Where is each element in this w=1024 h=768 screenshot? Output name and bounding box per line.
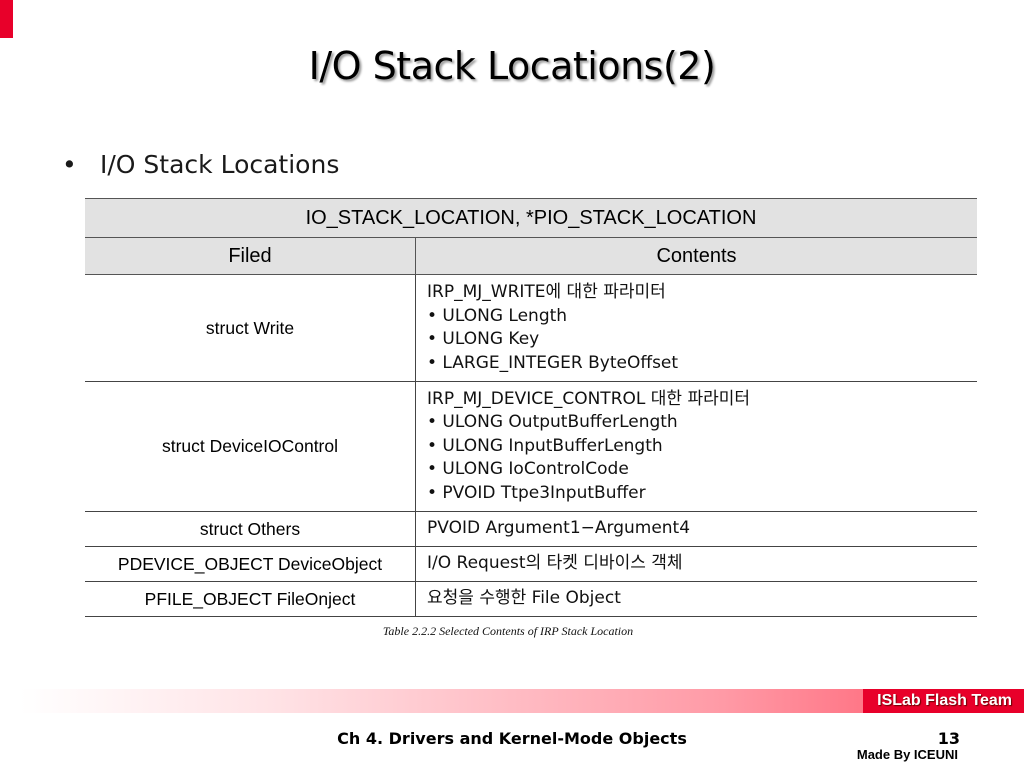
- table-column-header-row: Filed Contents: [85, 237, 977, 275]
- contents-line: IRP_MJ_DEVICE_CONTROL 대한 파라미터: [427, 388, 751, 409]
- author-credit: Made By ICEUNI: [856, 747, 958, 762]
- corner-accent-bar: [0, 0, 13, 38]
- stack-location-table: IO_STACK_LOCATION, *PIO_STACK_LOCATION F…: [85, 198, 977, 617]
- contents-cell: 요청을 수행한 File Object: [415, 581, 977, 617]
- team-badge: ISLab Flash Team: [863, 689, 1024, 713]
- field-cell: struct DeviceIOControl: [85, 381, 416, 512]
- table-row: PFILE_OBJECT FileOnject 요청을 수행한 File Obj…: [85, 581, 977, 617]
- table-row: struct DeviceIOControl IRP_MJ_DEVICE_CON…: [85, 381, 977, 512]
- contents-line: IRP_MJ_WRITE에 대한 파라미터: [427, 282, 666, 302]
- contents-line: • ULONG InputBufferLength: [427, 435, 663, 456]
- contents-line: • PVOID Ttpe3InputBuffer: [427, 482, 646, 503]
- field-cell: PFILE_OBJECT FileOnject: [85, 581, 416, 617]
- contents-line: 요청을 수행한 File Object: [427, 588, 621, 609]
- contents-line: • ULONG IoControlCode: [427, 459, 629, 480]
- table-title-row: IO_STACK_LOCATION, *PIO_STACK_LOCATION: [85, 198, 977, 238]
- table-title: IO_STACK_LOCATION, *PIO_STACK_LOCATION: [85, 198, 977, 238]
- field-cell: PDEVICE_OBJECT DeviceObject: [85, 546, 416, 582]
- contents-cell: PVOID Argument1−Argument4: [415, 511, 977, 547]
- contents-cell: IRP_MJ_WRITE에 대한 파라미터 • ULONG Length • U…: [415, 274, 977, 382]
- column-header-contents: Contents: [415, 237, 977, 275]
- contents-cell: IRP_MJ_DEVICE_CONTROL 대한 파라미터 • ULONG Ou…: [415, 381, 977, 512]
- contents-line: • ULONG Key: [427, 329, 540, 349]
- table-row: struct Others PVOID Argument1−Argument4: [85, 511, 977, 547]
- table-caption: Table 2.2.2 Selected Contents of IRP Sta…: [382, 624, 634, 638]
- page-number: 13: [937, 729, 960, 748]
- field-cell: struct Write: [85, 274, 416, 382]
- bullet-item: • I/O Stack Locations: [62, 150, 339, 179]
- contents-line: • ULONG Length: [427, 305, 568, 326]
- footer-gradient-band: [20, 689, 1024, 713]
- field-cell: struct Others: [85, 511, 416, 547]
- contents-line: I/O Request의 타켓 디바이스 객체: [427, 553, 683, 574]
- contents-line: • LARGE_INTEGER ByteOffset: [427, 352, 679, 373]
- bullet-text: I/O Stack Locations: [100, 150, 340, 179]
- contents-line: PVOID Argument1−Argument4: [427, 518, 691, 539]
- contents-cell: I/O Request의 타켓 디바이스 객체: [415, 546, 977, 582]
- table-row: struct Write IRP_MJ_WRITE에 대한 파라미터 • ULO…: [85, 274, 977, 382]
- slide-title: I/O Stack Locations(2): [308, 44, 716, 88]
- table-row: PDEVICE_OBJECT DeviceObject I/O Request의…: [85, 546, 977, 582]
- column-header-field: Filed: [85, 237, 416, 275]
- contents-line: • ULONG OutputBufferLength: [427, 412, 678, 433]
- bullet-dot-icon: •: [62, 150, 77, 179]
- footer-chapter-title: Ch 4. Drivers and Kernel-Mode Objects: [337, 729, 687, 748]
